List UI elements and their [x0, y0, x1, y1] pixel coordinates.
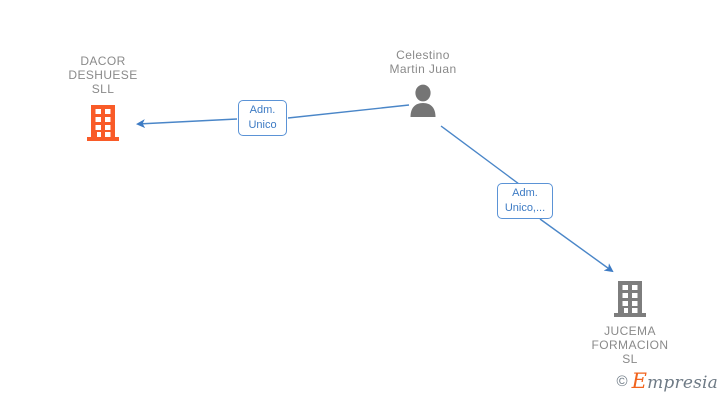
edge-segment-label-to-dacor [136, 118, 238, 129]
brand-wordmark: Empresia [632, 371, 718, 392]
edge-segment-label-to-jucema [539, 218, 614, 273]
copyright-icon: © [616, 373, 628, 390]
person-icon[interactable] [407, 84, 439, 118]
node-label-person: Celestino Martin Juan [389, 48, 457, 76]
building-icon[interactable] [87, 104, 119, 142]
graph-node-celestino-martin-juan[interactable]: Celestino Martin Juan [353, 48, 493, 118]
graph-node-jucema-formacion-sl[interactable]: JUCEMA FORMACION SL [560, 280, 700, 366]
brand-rest: mpresia [647, 373, 718, 393]
edge-label-adm-unico-jucema[interactable]: Adm. Unico,... [497, 183, 553, 219]
brand-initial: E [631, 369, 648, 393]
node-label-jucema: JUCEMA FORMACION SL [591, 324, 669, 366]
edge-segment-person-to-label [287, 104, 410, 119]
edge-segment-person-to-label-2 [440, 125, 520, 185]
edge-label-adm-unico-dacor[interactable]: Adm. Unico [238, 100, 287, 136]
graph-node-dacor-deshuese-sll[interactable]: DACOR DESHUESE SLL [33, 54, 173, 142]
node-label-dacor: DACOR DESHUESE SLL [68, 54, 138, 96]
empresia-watermark: © Empresia [617, 371, 718, 392]
building-icon[interactable] [614, 280, 646, 318]
